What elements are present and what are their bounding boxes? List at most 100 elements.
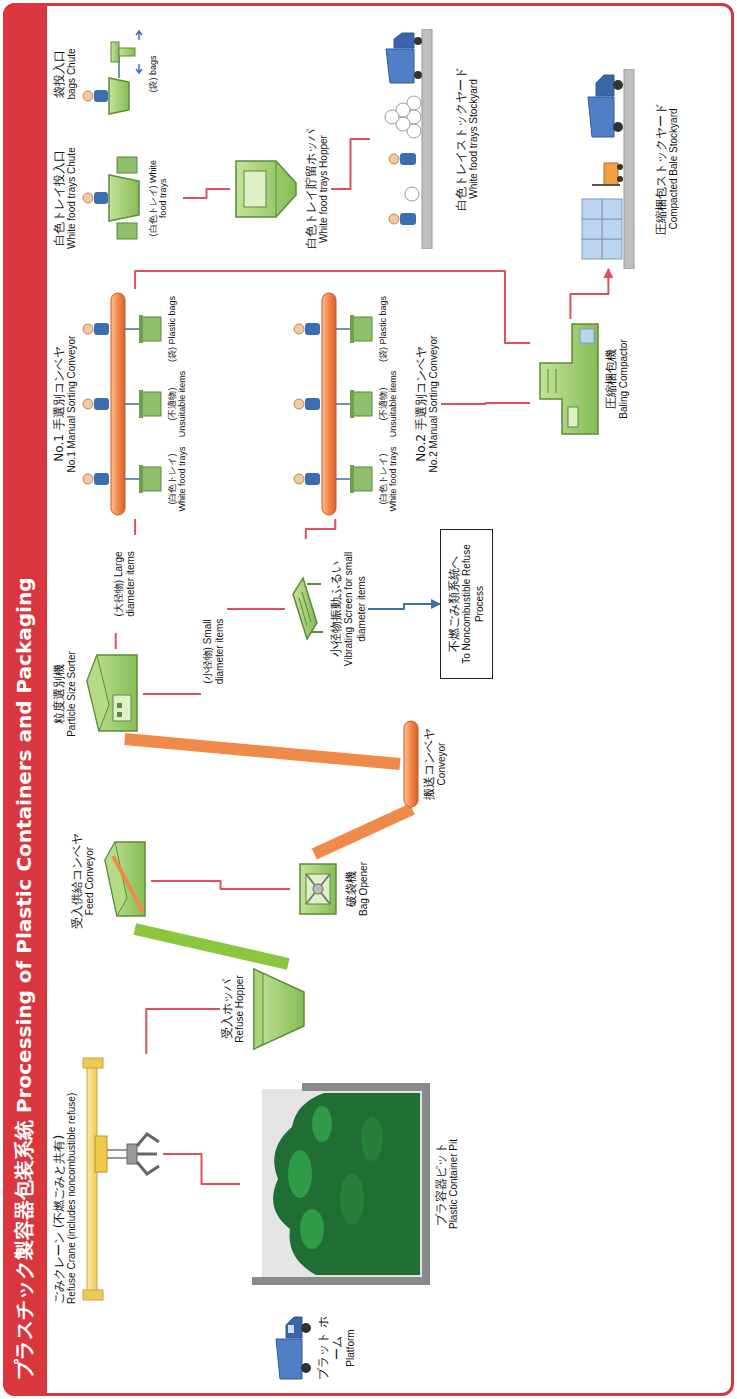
baling-compactor-icon-part: [540, 324, 598, 434]
tray-hopper-icon-part: [276, 161, 277, 217]
bin-label: (袋) Plastic bags: [167, 291, 177, 367]
sorting-conveyor-icon-part: [336, 403, 352, 405]
label-english: White food trays Chute: [66, 147, 79, 249]
label-english: bags Chute: [66, 24, 79, 124]
hopper-icon: [249, 964, 309, 1054]
chute-icon-part: [94, 192, 108, 204]
conveyor-band: [125, 739, 400, 764]
sorting-conveyor-icon-part: [305, 323, 320, 335]
tray-hopper-node: 白色トレイ貯留ホッパWhite food trays Hopper: [230, 129, 331, 249]
flow-connector: [441, 403, 530, 404]
label-english: Feed Conveyor: [84, 833, 97, 929]
bale-stockyard-illustration-part: [582, 219, 602, 239]
icon-frame: [81, 1054, 161, 1304]
bin-label: (不適物) Unsuitable items: [167, 366, 188, 442]
crane-illustration-part: [107, 1157, 129, 1159]
icon-frame: [402, 719, 420, 809]
flow-connector: [306, 519, 336, 539]
icon-frame: [232, 149, 302, 229]
tray-stockyard-illustration-part: [386, 49, 414, 83]
label-japanese: 破袋機: [344, 854, 358, 924]
chute-icon: [81, 24, 145, 124]
sorting-conveyor-icon-part: [294, 324, 304, 334]
truck-icon-part: [301, 1323, 311, 1333]
flow-connector: [163, 1154, 240, 1184]
pit-illustration-part: [312, 1106, 332, 1142]
bag-opener-icon: [292, 854, 342, 924]
label-english: Platform: [345, 1312, 358, 1384]
sorting-conveyor-icon-part: [94, 398, 109, 410]
crane-illustration: [81, 1054, 161, 1304]
chute-icon-part: [117, 157, 137, 173]
sorting-conveyor-icon-part: [294, 399, 304, 409]
title-bar: プラスチック製容器包装系統 Processing of Plastic Cont…: [3, 3, 47, 1396]
flow-connector: [331, 139, 370, 189]
bag-opener-icon-part: [306, 874, 330, 904]
sorting-conveyor-icon-part: [83, 324, 93, 334]
sorting-conveyor-icon-part: [94, 473, 109, 485]
conveyor-icon: [402, 719, 420, 809]
sorter-icon-part: [117, 703, 122, 708]
label-english: Conveyor: [436, 719, 449, 809]
tray-stockyard-node: 白色トレイストックヤードWhite food trays Stockyard: [370, 29, 481, 249]
label-english: White food trays Stockyard: [468, 29, 481, 249]
bale-stockyard-node: 圧縮梱包ストックヤードCompacted Bale Stockyard: [560, 69, 681, 269]
icon-frame: [562, 69, 652, 269]
crane-node: ごみクレーン (不燃ごみと共有)Refuse Crane (includes n…: [52, 1054, 163, 1304]
tray-stockyard-illustration-part: [394, 33, 414, 48]
sorting-conveyor-icon-part: [350, 315, 354, 343]
sorting-conveyor-icon-part: [352, 392, 372, 416]
baling-compactor-icon-part: [568, 407, 578, 427]
pit-illustration-part: [361, 1117, 383, 1161]
sorting-conveyor-icon: [292, 289, 376, 519]
tray-stockyard-illustration-part: [422, 29, 432, 249]
tray-hopper-icon-part: [236, 161, 296, 217]
sorting-conveyor-icon-part: [125, 328, 141, 330]
truck-icon: [272, 1313, 314, 1383]
bag-opener-icon-part: [300, 864, 336, 914]
sorter-icon-part: [87, 655, 137, 731]
label-japanese: 袋投入口: [52, 24, 66, 124]
label-japanese: 搬送コンベヤ: [422, 719, 436, 809]
chute-icon-part: [94, 90, 108, 102]
feed-conveyor-icon-part: [113, 856, 143, 912]
chute-node: 袋投入口bags Chute (袋) bags: [52, 24, 183, 124]
sorting-conveyor-icon-part: [336, 328, 352, 330]
crane-illustration-part: [137, 1162, 159, 1174]
hopper-icon-part: [254, 969, 263, 1049]
icon-frame: [372, 29, 452, 249]
pit-illustration-part: [273, 1093, 420, 1275]
sorting-conveyor-icon-part: [125, 403, 141, 405]
pit-illustration-part: [252, 1087, 426, 1281]
icon-frame: [242, 1079, 432, 1289]
bale-stockyard-illustration-part: [613, 122, 623, 132]
label-english: White food trays Hopper: [318, 129, 331, 249]
crane-illustration-part: [127, 1144, 137, 1164]
bale-stockyard-illustration-part: [592, 184, 620, 186]
chute-icon-part: [119, 48, 135, 56]
bag-opener-icon-part: [313, 884, 323, 894]
truck-icon-part: [286, 1317, 302, 1338]
baling-compactor-icon-part: [580, 329, 594, 343]
icon-frame: [81, 649, 141, 739]
icon-frame: (袋) bags: [81, 24, 181, 124]
tray-hopper-icon-part: [244, 171, 266, 207]
chute-icon-part: [109, 175, 139, 221]
label-english: Refuse Crane (includes noncombustible re…: [66, 1054, 79, 1304]
sorting-conveyor-icon-part: [83, 474, 93, 484]
sorting-conveyor-node: (白色トレイ) White food trays(不適物) Unsuitable…: [290, 289, 441, 519]
crane-illustration-part: [83, 1290, 103, 1300]
bale-stockyard-illustration-part: [602, 199, 622, 219]
flow-connector: [151, 881, 290, 889]
sorting-conveyor-icon-part: [141, 467, 161, 491]
conveyor-node: 搬送コンベヤConveyor: [400, 719, 449, 809]
truck-icon-part: [276, 1339, 302, 1379]
bale-stockyard-illustration-part: [613, 80, 623, 90]
tray-stockyard-illustration-part: [389, 214, 399, 224]
label-english: Refuse Hopper: [234, 964, 247, 1054]
bin-label: (袋) bags: [148, 24, 158, 124]
tray-stockyard-illustration-part: [414, 37, 422, 45]
label-japanese: ごみクレーン (不燃ごみと共有): [52, 1054, 66, 1304]
crane-illustration-part: [107, 1149, 129, 1151]
